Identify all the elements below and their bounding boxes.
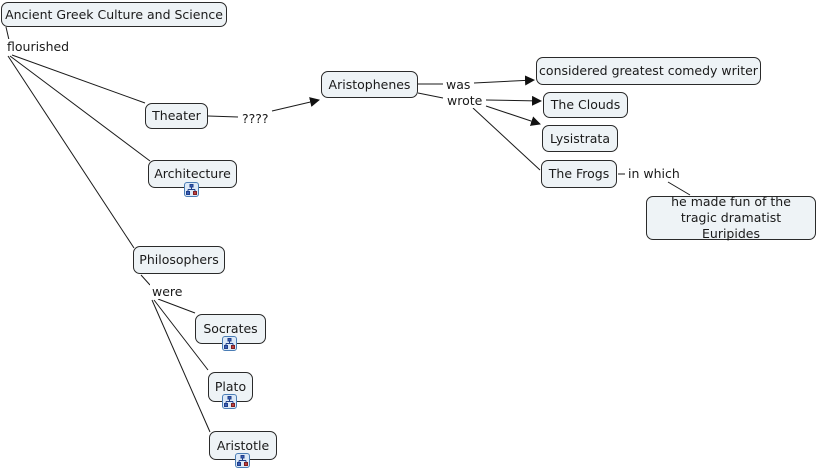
link-wrote-lysistrata <box>485 105 541 126</box>
concept-the-frogs[interactable]: The Frogs <box>541 160 617 188</box>
concept-ancient-greek-culture[interactable]: Ancient Greek Culture and Science <box>1 2 227 27</box>
link-wrote-clouds <box>485 95 542 106</box>
link-phrase-was[interactable]: was <box>444 77 473 92</box>
link-inwhich-madefun <box>667 181 691 196</box>
concept-considered-greatest-comedy-writer[interactable]: considered greatest comedy writer <box>536 57 761 85</box>
concept-socrates[interactable]: Socrates <box>195 314 266 344</box>
link-were-socrates <box>157 298 196 314</box>
link-were-aristotle <box>151 299 211 433</box>
link-theater-unknown <box>207 115 239 118</box>
submap-icon[interactable] <box>184 182 199 197</box>
concept-the-clouds[interactable]: The Clouds <box>543 92 628 118</box>
link-were-plato <box>153 299 209 371</box>
concept-philosophers[interactable]: Philosophers <box>133 246 225 274</box>
link-philosophers-were <box>140 274 151 286</box>
link-phrase-wrote[interactable]: wrote <box>445 93 485 108</box>
submap-icon[interactable] <box>222 336 237 351</box>
link-flourished-architecture <box>9 55 151 162</box>
link-phrase-flourished[interactable]: flourished <box>5 39 72 54</box>
submap-icon[interactable] <box>222 394 237 409</box>
concept-made-fun-of-euripides[interactable]: he made fun of the tragic dramatist Euri… <box>646 194 816 241</box>
link-flourished-theater <box>11 54 146 104</box>
submap-icon[interactable] <box>235 453 250 468</box>
link-was-considered <box>473 75 535 86</box>
link-unknown-aristophenes <box>271 97 320 112</box>
link-root-flourished <box>5 26 10 41</box>
concept-lysistrata[interactable]: Lysistrata <box>542 125 618 152</box>
link-phrase-unknown[interactable]: ???? <box>240 111 271 126</box>
link-wrote-frogs <box>472 107 541 171</box>
link-flourished-philosophers <box>7 55 135 249</box>
concept-plato[interactable]: Plato <box>208 372 253 402</box>
link-aristophenes-wrote <box>417 92 444 99</box>
link-phrase-in-which[interactable]: in which <box>626 166 682 181</box>
concept-theater[interactable]: Theater <box>145 103 208 129</box>
link-phrase-were[interactable]: were <box>150 284 185 299</box>
concept-aristophenes[interactable]: Aristophenes <box>321 71 418 98</box>
